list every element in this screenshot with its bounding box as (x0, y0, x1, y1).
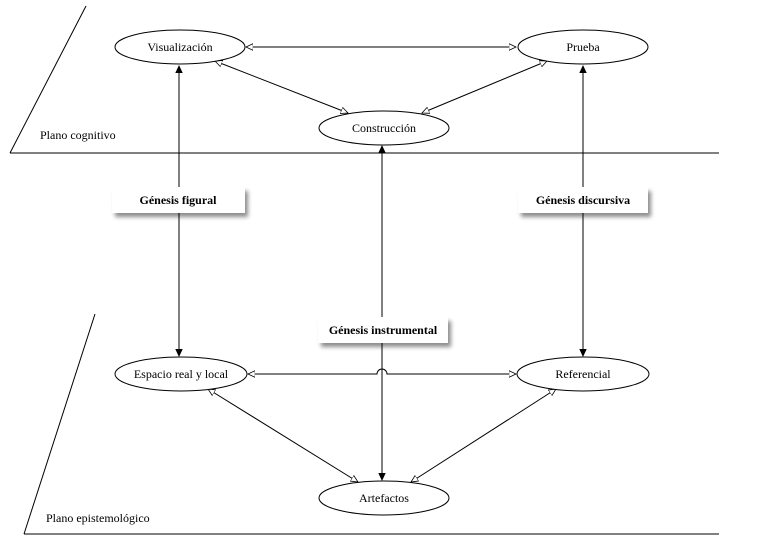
node-prueba-label: Prueba (566, 40, 600, 54)
node-referencial-ellipse (516, 356, 650, 392)
cognitive-plane: Plano cognitivo (9, 5, 719, 154)
node-construccion: Construcción (318, 110, 450, 146)
edge-prueba-construccion (422, 61, 547, 113)
genesis-discursiva-label: Génesis discursiva (536, 193, 630, 207)
genesis-discursiva-box: Génesis discursiva (518, 187, 648, 213)
node-construccion-ellipse (318, 110, 450, 146)
genesis-instrumental-label: Génesis instrumental (329, 323, 438, 337)
node-construccion-label: Construcción (352, 121, 416, 135)
node-visualizacion: Visualización (114, 29, 246, 65)
epistemological-plane-label: Plano epistemológico (46, 511, 150, 525)
genesis-discursiva-rect (518, 187, 648, 213)
node-prueba-ellipse (517, 29, 649, 65)
epistemological-plane: Plano epistemológico (23, 313, 719, 535)
edge-referencial-artefactos (411, 389, 556, 482)
cognitive-plane-label: Plano cognitivo (40, 128, 116, 142)
node-artefactos-label: Artefactos (359, 491, 409, 505)
node-referencial: Referencial (516, 356, 650, 392)
node-artefactos: Artefactos (318, 480, 450, 516)
genesis-figural-box: Génesis figural (112, 187, 245, 213)
node-artefactos-ellipse (318, 480, 450, 516)
node-referencial-label: Referencial (555, 367, 611, 381)
node-prueba: Prueba (517, 29, 649, 65)
edge-espacio-artefactos (208, 389, 358, 482)
cognitive-plane-slant (9, 5, 87, 154)
node-espacio: Espacio real y local (114, 356, 248, 392)
node-espacio-ellipse (114, 356, 248, 392)
genesis-figural-label: Génesis figural (140, 193, 218, 207)
node-espacio-label: Espacio real y local (134, 367, 229, 381)
node-visualizacion-ellipse (114, 29, 246, 65)
genesis-instrumental-rect (318, 317, 448, 343)
node-visualizacion-label: Visualización (147, 40, 212, 54)
genesis-figural-rect (112, 187, 245, 213)
edge-visualizacion-construccion (215, 61, 348, 113)
genesis-instrumental-box: Génesis instrumental (318, 317, 448, 343)
epistemological-plane-slant (23, 313, 96, 535)
